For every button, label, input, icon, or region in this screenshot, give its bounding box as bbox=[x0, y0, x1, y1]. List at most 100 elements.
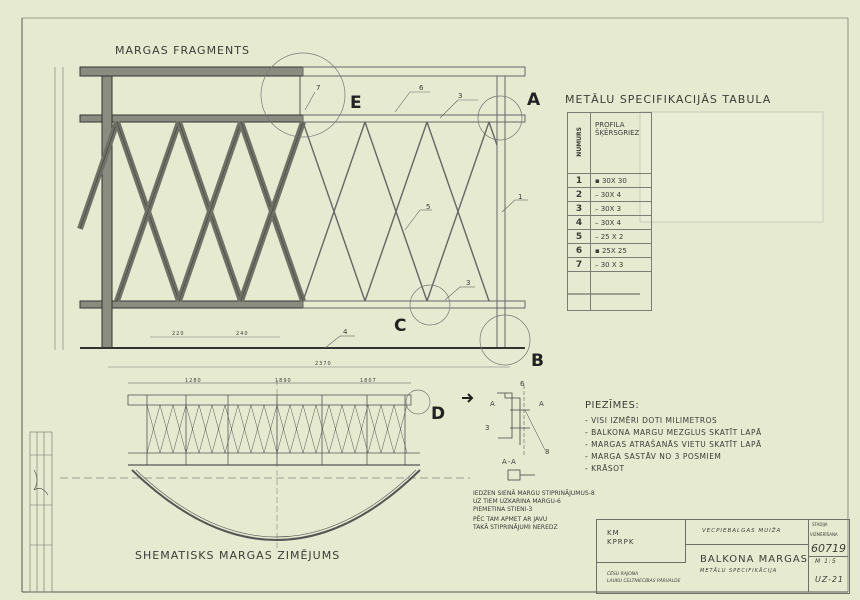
schematic-diagonal bbox=[159, 404, 174, 454]
schematic-diagonal bbox=[224, 404, 239, 454]
dimension-label: 1807 bbox=[360, 378, 377, 384]
callout-1: 1 bbox=[518, 193, 524, 201]
notes-title: PIEZĪMES: bbox=[585, 400, 640, 411]
callout-3b: 3 bbox=[466, 279, 472, 287]
detail-circle-e bbox=[260, 52, 346, 138]
marker-e: E bbox=[350, 93, 363, 113]
org-department: LAUKU CELTNIECĪBAS PĀRVALDE bbox=[607, 579, 681, 584]
section-a-right: A bbox=[539, 400, 545, 408]
spec-row: 1▪ 30X 30 bbox=[567, 173, 652, 188]
schematic-diagonal bbox=[380, 404, 395, 454]
spec-row: 2– 30X 4 bbox=[567, 187, 652, 202]
schematic-diagonal bbox=[302, 404, 317, 454]
spec-number: 7 bbox=[567, 257, 591, 272]
note-item: - KRĀSOT bbox=[585, 464, 625, 473]
diagonal-bar-edge bbox=[240, 121, 304, 302]
schematic-diagonal bbox=[146, 404, 161, 454]
note-item: - BALKONA MARGU MEZGLUS SKATĪT LAPĀ bbox=[585, 428, 762, 437]
marker-c: C bbox=[394, 316, 408, 336]
schematic-diagonal bbox=[328, 404, 343, 454]
spec-profile: ▪ 30X 30 bbox=[590, 173, 652, 188]
spec-table-title: METĀLU SPECIFIKACIJĀS TABULA bbox=[565, 93, 772, 106]
spec-number: 5 bbox=[567, 229, 591, 244]
drawing-number: 60719 bbox=[811, 542, 846, 555]
spec-profile: ▪ 25X 25 bbox=[590, 243, 652, 258]
install-notes: IEDZEN SIENĀ MARGU STIPRINĀJUMUS-8 UZ TI… bbox=[473, 490, 595, 532]
section-callout-6: 6 bbox=[520, 380, 526, 388]
sheet-title: BALKONA MARGAS bbox=[700, 554, 809, 565]
spec-row: 3– 30X 3 bbox=[567, 201, 652, 216]
spec-row: 5– 25 X 2 bbox=[567, 229, 652, 244]
spec-table: NUMURS PROFILA ŠĶĒRSGRIEZ 1▪ 30X 30 2– 3… bbox=[567, 112, 652, 311]
install-note: IEDZEN SIENĀ MARGU STIPRINĀJUMUS-8 bbox=[473, 490, 595, 497]
sheet-subtitle: METĀLU SPECIFIKĀCIJA bbox=[700, 568, 778, 574]
diagonal-bar-edge bbox=[426, 121, 490, 302]
schematic-diagonal bbox=[198, 404, 213, 454]
stage-label: STADIJA bbox=[812, 522, 828, 527]
scale: M 1:5 bbox=[815, 558, 837, 565]
schematic-diagonal bbox=[250, 404, 265, 454]
section-a-left: A bbox=[490, 400, 496, 408]
org-km: KM bbox=[607, 529, 620, 537]
post-outline bbox=[496, 75, 506, 349]
detail-circle-c bbox=[409, 284, 451, 326]
schematic-diagonal bbox=[393, 404, 408, 454]
spec-table-blank-area bbox=[639, 111, 824, 223]
callout-4: 4 bbox=[343, 328, 349, 336]
schematic-diagonal bbox=[276, 404, 291, 454]
callout-5: 5 bbox=[426, 203, 432, 211]
dimension-label: 240 bbox=[236, 331, 249, 337]
marker-a: A bbox=[527, 90, 542, 110]
fragment-title: MARGAS FRAGMENTS bbox=[115, 44, 250, 57]
spec-number: 3 bbox=[567, 201, 591, 216]
diagonal-bar-edge bbox=[488, 121, 498, 146]
spec-row: 6▪ 25X 25 bbox=[567, 243, 652, 258]
dimension-label: 220 bbox=[172, 331, 185, 337]
spec-number: 6 bbox=[567, 243, 591, 258]
top-rail-outline bbox=[302, 66, 526, 77]
lower-rail bbox=[79, 300, 304, 309]
install-note: PĒC TAM APMET AR JAVU bbox=[473, 516, 548, 523]
spec-number: 4 bbox=[567, 215, 591, 230]
callout-3: 3 bbox=[458, 92, 464, 100]
schematic-diagonal bbox=[237, 404, 252, 454]
col-profile-header: PROFILA ŠĶĒRSGRIEZ bbox=[590, 112, 652, 174]
stage-value: VIZMĒRĪŠANA bbox=[810, 532, 838, 537]
org-kprpk: KPRPK bbox=[607, 538, 635, 546]
spec-row: 4– 30X 4 bbox=[567, 215, 652, 230]
top-rail bbox=[79, 66, 304, 77]
install-note: PIEMETINA STIENI-3 bbox=[473, 506, 533, 513]
detail-circle-b bbox=[479, 314, 531, 366]
dimension-label: 1890 bbox=[275, 378, 292, 384]
schematic-diagonal bbox=[289, 404, 304, 454]
spec-row: 7– 30 X 3 bbox=[567, 257, 652, 272]
install-note: TAKĀ STIPRINĀJUMI NEREDZ bbox=[473, 524, 558, 531]
schematic-diagonal bbox=[172, 404, 187, 454]
schematic-diagonal bbox=[263, 404, 278, 454]
sheet-number: UZ-21 bbox=[815, 575, 845, 584]
spec-number: 1 bbox=[567, 173, 591, 188]
schematic-title: SHEMATISKS MARGAS ZIMĒJUMS bbox=[135, 549, 341, 562]
diagonal-bar-edge bbox=[116, 121, 180, 302]
spec-profile: – 30X 4 bbox=[590, 187, 652, 202]
title-block: KM KPRPK VECPIEBALGAS MUIŽA BALKONA MARG… bbox=[596, 519, 850, 594]
detail-circle-d bbox=[405, 389, 431, 415]
marker-b: B bbox=[531, 351, 545, 371]
object-name: VECPIEBALGAS MUIŽA bbox=[702, 528, 782, 534]
section-callout-3: 3 bbox=[485, 424, 491, 432]
lower-rail-outline bbox=[302, 300, 526, 309]
detail-circle-a bbox=[477, 95, 523, 141]
schematic-diagonal bbox=[341, 404, 356, 454]
schematic-diagonal bbox=[185, 404, 200, 454]
section-a-a bbox=[462, 385, 546, 481]
org-district: CĒSU RAJONA bbox=[607, 572, 639, 577]
spec-profile: – 30 X 3 bbox=[590, 257, 652, 272]
approval-stamp bbox=[29, 431, 53, 593]
section-label: A-A bbox=[502, 458, 517, 466]
schematic-diagonal bbox=[367, 404, 382, 454]
schematic-diagonal bbox=[354, 404, 369, 454]
marker-d: D bbox=[431, 404, 447, 424]
callout-7: 7 bbox=[316, 84, 322, 92]
diagonal-bar-edge bbox=[364, 121, 428, 302]
diagonal-bar-edge bbox=[79, 121, 118, 229]
